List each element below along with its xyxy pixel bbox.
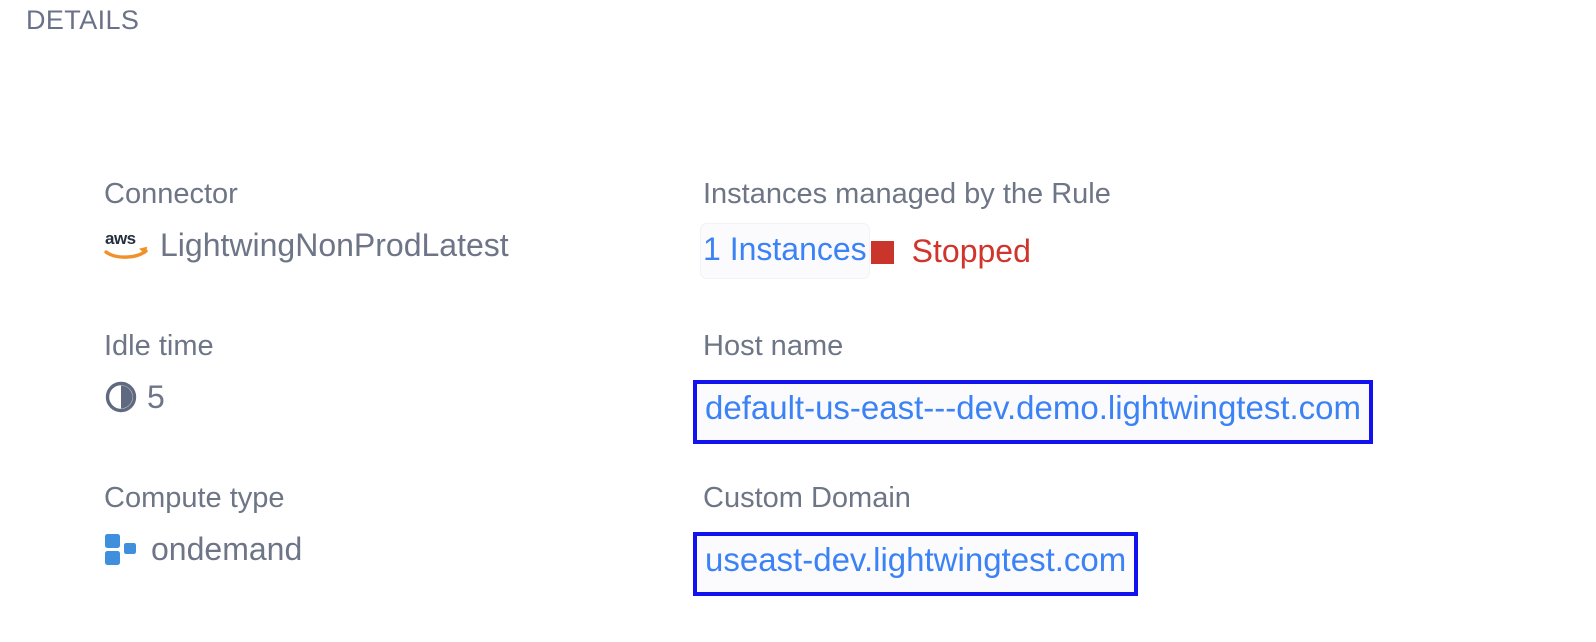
svg-text:aws: aws — [105, 229, 136, 248]
details-row-1: Connector aws LightwingNonProdLatest Ins… — [0, 176, 1596, 328]
field-compute-type: Compute type ondemand — [104, 480, 302, 570]
custom-domain-highlight-box[interactable]: useast-dev.lightwingtest.com — [693, 532, 1139, 596]
pie-chart-icon — [104, 380, 138, 414]
field-instances-managed: Instances managed by the Rule 1 Instance… — [701, 176, 1111, 278]
host-name-value-row: default-us-east---dev.demo.lightwingtest… — [693, 376, 1374, 444]
host-name-label: Host name — [703, 330, 844, 362]
blocks-icon — [104, 532, 142, 566]
aws-logo-icon: aws — [104, 228, 150, 262]
custom-domain-link[interactable]: useast-dev.lightwingtest.com — [705, 541, 1127, 578]
connector-label: Connector — [104, 178, 238, 210]
compute-type-label: Compute type — [104, 482, 285, 514]
details-grid: Connector aws LightwingNonProdLatest Ins… — [0, 176, 1596, 632]
field-connector: Connector aws LightwingNonProdLatest — [104, 176, 509, 266]
host-name-link[interactable]: default-us-east---dev.demo.lightwingtest… — [705, 389, 1362, 426]
compute-type-value: ondemand — [151, 531, 303, 567]
idle-time-value-row: 5 — [104, 376, 214, 418]
host-name-highlight-box[interactable]: default-us-east---dev.demo.lightwingtest… — [693, 380, 1374, 444]
instances-managed-label: Instances managed by the Rule — [703, 178, 1111, 210]
connector-name: LightwingNonProdLatest — [160, 227, 509, 263]
status-swatch-icon — [870, 240, 894, 264]
instances-count-link[interactable]: 1 Instances — [703, 231, 867, 267]
custom-domain-label: Custom Domain — [703, 482, 911, 514]
idle-time-label: Idle time — [104, 330, 214, 362]
field-idle-time: Idle time 5 — [104, 328, 214, 418]
details-row-2: Idle time 5 Host name default-us-east---… — [0, 328, 1596, 480]
idle-time-value: 5 — [147, 379, 165, 415]
field-custom-domain: Custom Domain useast-dev.lightwingtest.c… — [693, 480, 1139, 596]
custom-domain-value-row: useast-dev.lightwingtest.com — [693, 528, 1139, 596]
details-row-3: Compute type ondemand Custom Domain usea… — [0, 480, 1596, 632]
instances-count-chip[interactable]: 1 Instances — [701, 224, 869, 278]
connector-value-row: aws LightwingNonProdLatest — [104, 224, 509, 266]
compute-type-value-row: ondemand — [104, 528, 302, 570]
field-host-name: Host name default-us-east---dev.demo.lig… — [693, 328, 1374, 444]
instances-managed-value-row: 1 Instances Stopped — [701, 224, 1111, 278]
status-badge: Stopped — [911, 233, 1031, 269]
page-title: DETAILS — [26, 5, 140, 35]
